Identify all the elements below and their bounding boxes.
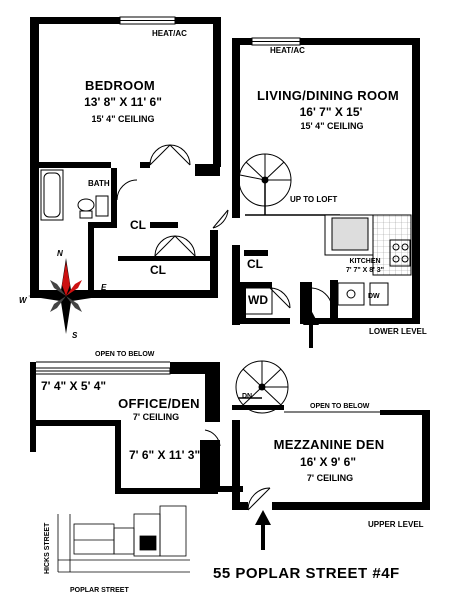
office-dims-a: 7' 4" X 5' 4"	[41, 379, 107, 393]
open-to-below-upper-right: OPEN TO BELOW	[310, 403, 370, 410]
living-room-name: LIVING/DINING ROOM	[257, 88, 399, 103]
bath-label: BATH	[88, 179, 110, 188]
compass-north: N	[57, 249, 63, 258]
washer-dryer-label: WD	[248, 293, 268, 307]
spiral-stair-lower	[238, 153, 340, 216]
locator-street-horizontal: POPLAR STREET	[70, 587, 129, 594]
upper-level-label: UPPER LEVEL	[368, 520, 424, 529]
compass-south: S	[72, 331, 78, 340]
heat-ac-label-bedroom: HEAT/AC	[152, 29, 187, 38]
bedroom-dims: 13' 8" X 11' 6"	[84, 95, 162, 109]
bedroom-name: BEDROOM	[85, 78, 155, 93]
office-den-name: OFFICE/DEN	[118, 396, 200, 411]
compass-west: W	[19, 296, 27, 305]
bath-fixtures	[40, 169, 109, 221]
compass-east: E	[101, 283, 107, 292]
compass-rose	[28, 258, 104, 334]
kitchen-name: KITCHEN	[349, 258, 381, 265]
heat-ac-label-living: HEAT/AC	[270, 46, 305, 55]
mezzanine-ceiling: 7' CEILING	[306, 473, 354, 483]
closet-label-entry: CL	[247, 257, 263, 271]
bedroom-ceiling: 15' 4" CEILING	[91, 114, 155, 124]
entry-arrow-upper	[255, 510, 271, 550]
closet-label-hall: CL	[150, 263, 166, 277]
office-den-ceiling: 7' CEILING	[132, 412, 180, 422]
listing-title: 55 POPLAR STREET #4F	[213, 565, 400, 582]
kitchen-dims: 7' 7" X 8' 3"	[346, 267, 384, 274]
washer-dryer-box	[243, 287, 273, 315]
door-swings-upper	[204, 429, 271, 511]
upper-level-walls	[30, 362, 430, 510]
living-room-ceiling: 15' 4" CEILING	[300, 121, 364, 131]
closet-label-small: CL	[204, 168, 214, 175]
spiral-stair-upper	[235, 360, 289, 414]
mezzanine-name: MEZZANINE DEN	[273, 437, 385, 452]
stair-down-label: DN	[242, 393, 253, 400]
up-to-loft-label: UP TO LOFT	[290, 195, 338, 204]
entry-arrow-lower	[303, 310, 319, 348]
open-to-below-upper-left: OPEN TO BELOW	[95, 351, 155, 358]
lower-level-walls	[30, 17, 420, 325]
locator-street-vertical: HICKS STREET	[44, 522, 51, 574]
office-dims-b: 7' 6" X 11' 3"	[129, 448, 201, 462]
door-swings	[116, 144, 333, 309]
living-room-dims: 16' 7" X 15'	[299, 105, 363, 119]
upper-railings	[36, 361, 380, 413]
dishwasher-label: DW	[368, 293, 380, 300]
mezzanine-dims: 16' X 9' 6"	[299, 455, 357, 469]
kitchen-fixtures	[324, 214, 412, 306]
locator-map	[57, 505, 190, 573]
closet-label-bath: CL	[130, 218, 146, 232]
lower-level-label: LOWER LEVEL	[369, 327, 427, 336]
